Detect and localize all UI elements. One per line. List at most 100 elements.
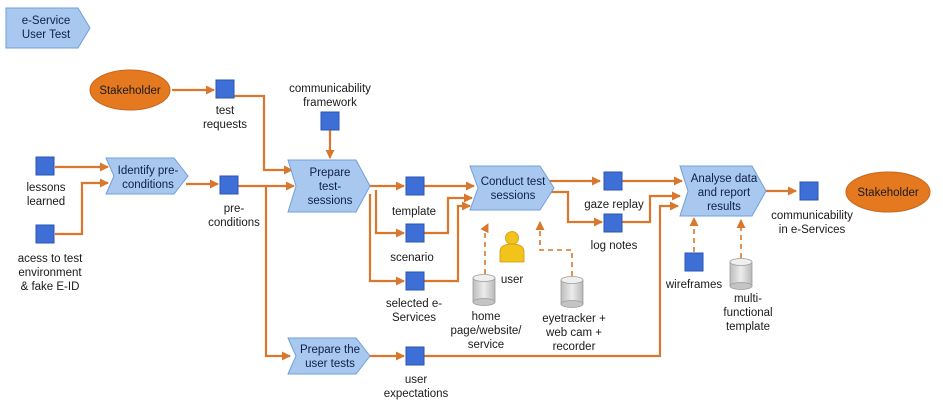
communicability-out-label-1: communicability (771, 210, 853, 222)
information-object-icon (405, 271, 425, 291)
event-ellipse-icon (845, 171, 931, 213)
wireframes-label: wireframes (665, 279, 722, 291)
information-object-icon (405, 346, 425, 366)
info-log-notes: log notes (591, 213, 638, 252)
information-object-icon (215, 79, 235, 99)
process-conduct-test-sessions: Conduct test sessions (469, 165, 555, 211)
connectors (55, 85, 797, 361)
analyse-label-3: results (707, 201, 741, 213)
event-stakeholder-right: Stakeholder (845, 171, 931, 213)
chevron-process-icon (679, 165, 767, 217)
info-scenario: scenario (390, 223, 434, 264)
chevron-process-icon (287, 337, 371, 375)
log-notes-label: log notes (591, 240, 638, 252)
info-test-requests: test requests (203, 79, 247, 131)
framework-label-2: framework (303, 97, 357, 109)
title-shape-icon (5, 7, 91, 49)
multi-functional-label-3: template (726, 321, 770, 333)
communicability-out-label-2: in e-Services (779, 224, 846, 236)
process-identify-preconditions: Identify pre- conditions (105, 157, 189, 195)
prepare-sessions-label-2: test- (319, 181, 342, 193)
connector-preconditions-to-user-tests (264, 186, 291, 361)
connector-access-to-identify (55, 178, 109, 236)
prepare-sessions-label-1: Prepare (310, 167, 351, 179)
framework-label-1: communicability (289, 83, 371, 95)
access-label-2: environment (18, 267, 82, 279)
analyse-label-2: and report (698, 187, 751, 199)
connector-prepare-to-scenario (374, 190, 405, 238)
event-ellipse-icon (89, 69, 171, 111)
info-template: template (392, 176, 436, 218)
info-selected-eservices: selected e- Services (386, 271, 442, 324)
information-object-icon (603, 171, 623, 191)
lessons-label-1: lessons (27, 182, 66, 194)
user-role-label: user (501, 274, 524, 286)
connector-selected-to-conduct (424, 201, 471, 283)
scenario-label: scenario (390, 252, 433, 264)
identify-label-1: Identify pre- (118, 165, 179, 177)
test-requests-label-2: requests (203, 119, 247, 131)
system-eyetracker: eyetracker + web cam + recorder (542, 276, 606, 353)
stakeholder-right-label: Stakeholder (857, 187, 919, 199)
info-gaze-replay: gaze replay (584, 171, 644, 211)
event-stakeholder-left: Stakeholder (89, 69, 171, 111)
information-object-icon (684, 252, 704, 272)
access-label-1: acess to test (18, 253, 83, 265)
diagram-title: e-Service User Test (5, 7, 91, 49)
chevron-process-icon (287, 159, 371, 213)
connector-prepare-to-selected (368, 194, 405, 286)
information-object-icon (35, 224, 55, 244)
cylinder-system-icon (472, 274, 496, 306)
conduct-label-1: Conduct test (481, 176, 546, 188)
info-pre-conditions: pre- conditions (208, 175, 260, 229)
title-line-1: e-Service (22, 15, 71, 27)
stakeholder-left-label: Stakeholder (99, 85, 161, 97)
information-object-icon (219, 175, 239, 195)
information-object-icon (35, 156, 55, 176)
selected-label-2: Services (392, 312, 436, 324)
expectations-label-2: expectations (384, 388, 449, 400)
person-role-icon (499, 231, 525, 263)
template-label: template (392, 206, 436, 218)
preconditions-label-2: conditions (208, 217, 260, 229)
connector-test-requests-to-prepare (232, 94, 293, 175)
info-access-environment: acess to test environment & fake E-ID (18, 224, 83, 293)
process-prepare-user-tests: Prepare the user tests (287, 337, 371, 375)
home-page-label-2: page/website/ (451, 325, 523, 337)
connector-conduct-to-log (546, 190, 603, 227)
system-home-page: home page/website/ service (451, 274, 523, 351)
info-communicability-framework: communicability framework (289, 83, 371, 131)
connector-eyetracker-to-conduct (535, 221, 573, 276)
expectations-label-1: user (405, 374, 428, 386)
eyetracker-label-1: eyetracker + (542, 313, 606, 325)
prepare-sessions-label-3: sessions (308, 195, 353, 207)
information-object-icon (405, 223, 425, 243)
information-object-icon (405, 176, 425, 196)
cylinder-system-icon (729, 258, 753, 290)
process-prepare-test-sessions: Prepare test- sessions (287, 159, 371, 213)
info-lessons-learned: lessons learned (27, 156, 66, 208)
cylinder-system-icon (560, 276, 584, 308)
info-communicability-eservices: communicability in e-Services (771, 181, 853, 236)
role-user: user (499, 231, 525, 286)
connector-homepage-to-conduct (480, 223, 489, 274)
test-requests-label-1: test (216, 105, 235, 117)
selected-label-1: selected e- (386, 298, 442, 310)
gaze-replay-label: gaze replay (584, 199, 644, 211)
conduct-label-2: sessions (491, 190, 536, 202)
connector-expectations-to-analyse (424, 201, 679, 358)
info-wireframes: wireframes (665, 252, 722, 291)
prepare-user-tests-label-1: Prepare the (300, 344, 360, 356)
lessons-label-2: learned (27, 196, 65, 208)
home-page-label-1: home (472, 311, 501, 323)
connector-log-to-analyse (622, 191, 681, 224)
chevron-process-icon (469, 165, 555, 211)
information-object-icon (603, 213, 623, 233)
information-object-icon (320, 111, 340, 131)
preconditions-label-1: pre- (224, 203, 245, 215)
access-label-3: & fake E-ID (21, 281, 80, 293)
multi-functional-label-1: multi- (734, 293, 762, 305)
process-analyse-data: Analyse data and report results (679, 165, 767, 217)
eyetracker-label-2: web cam + (545, 327, 602, 339)
